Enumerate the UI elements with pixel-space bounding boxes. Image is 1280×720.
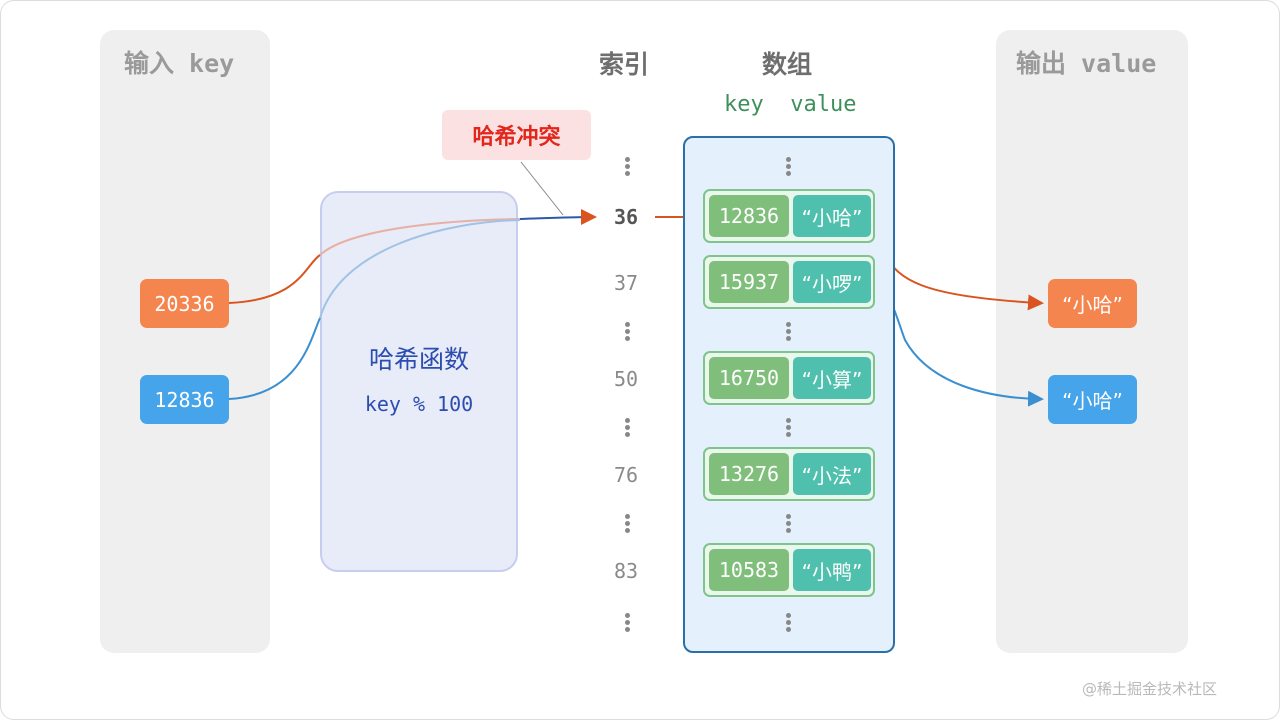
array-entry: 10583 “小鸭”	[703, 543, 875, 597]
watermark: @稀土掘金技术社区	[1082, 680, 1218, 698]
hash-function-title: 哈希函数	[368, 345, 469, 374]
entry-value: “小法”	[793, 453, 871, 495]
array-ellipsis	[785, 322, 791, 343]
output-value-orange: “小哈”	[1048, 279, 1137, 328]
entry-key: 10583	[709, 549, 789, 591]
array-kv-header: key value	[724, 92, 857, 117]
input-key-20336: 20336	[140, 279, 229, 328]
hash-function-formula: key % 100	[364, 392, 474, 416]
index-83: 83	[613, 559, 639, 583]
entry-key: 16750	[709, 357, 789, 399]
entry-value: “小鸭”	[793, 549, 871, 591]
entry-value: “小哈”	[793, 195, 871, 237]
index-ellipsis	[624, 322, 630, 343]
entry-key: 13276	[709, 453, 789, 495]
array-entry: 15937 “小啰”	[703, 255, 875, 309]
input-panel-title: 输入 key	[124, 49, 235, 78]
index-ellipsis-bottom	[624, 613, 630, 634]
entry-value: “小啰”	[793, 261, 871, 303]
index-ellipsis	[624, 418, 630, 439]
curve-array-to-output-orange	[873, 243, 1044, 311]
collision-label: 哈希冲突	[442, 110, 591, 160]
collision-pointer	[520, 161, 564, 216]
array-entry: 12836 “小哈”	[703, 189, 875, 243]
array-entry: 16750 “小算”	[703, 351, 875, 405]
entry-key: 15937	[709, 261, 789, 303]
input-key-12836: 12836	[140, 375, 229, 424]
output-value-blue: “小哈”	[1048, 375, 1137, 424]
index-76: 76	[613, 463, 639, 487]
entry-value: “小算”	[793, 357, 871, 399]
array-ellipsis	[785, 418, 791, 439]
index-ellipsis	[624, 514, 630, 535]
hash-function-box	[320, 191, 518, 572]
input-panel	[100, 30, 270, 653]
index-36: 36	[613, 205, 639, 229]
array-column-title: 数组	[762, 50, 813, 79]
curve-20336-in-hash	[319, 218, 521, 256]
array-ellipsis-bottom	[785, 613, 791, 634]
curve-20336-to-36	[228, 254, 321, 304]
curve-12836-in-hash	[319, 219, 521, 319]
index-50: 50	[613, 367, 639, 391]
array-entry: 13276 “小法”	[703, 447, 875, 501]
output-panel-title: 输出 value	[1016, 49, 1157, 78]
index-column-title: 索引	[599, 50, 650, 79]
array-ellipsis	[785, 514, 791, 535]
curve-hash-to-36	[519, 209, 597, 226]
entry-key: 12836	[709, 195, 789, 237]
index-ellipsis-top	[624, 157, 630, 178]
array-ellipsis-top	[785, 157, 791, 178]
output-panel	[996, 30, 1188, 653]
curve-12836-to-36	[228, 317, 321, 400]
index-37: 37	[613, 271, 639, 295]
